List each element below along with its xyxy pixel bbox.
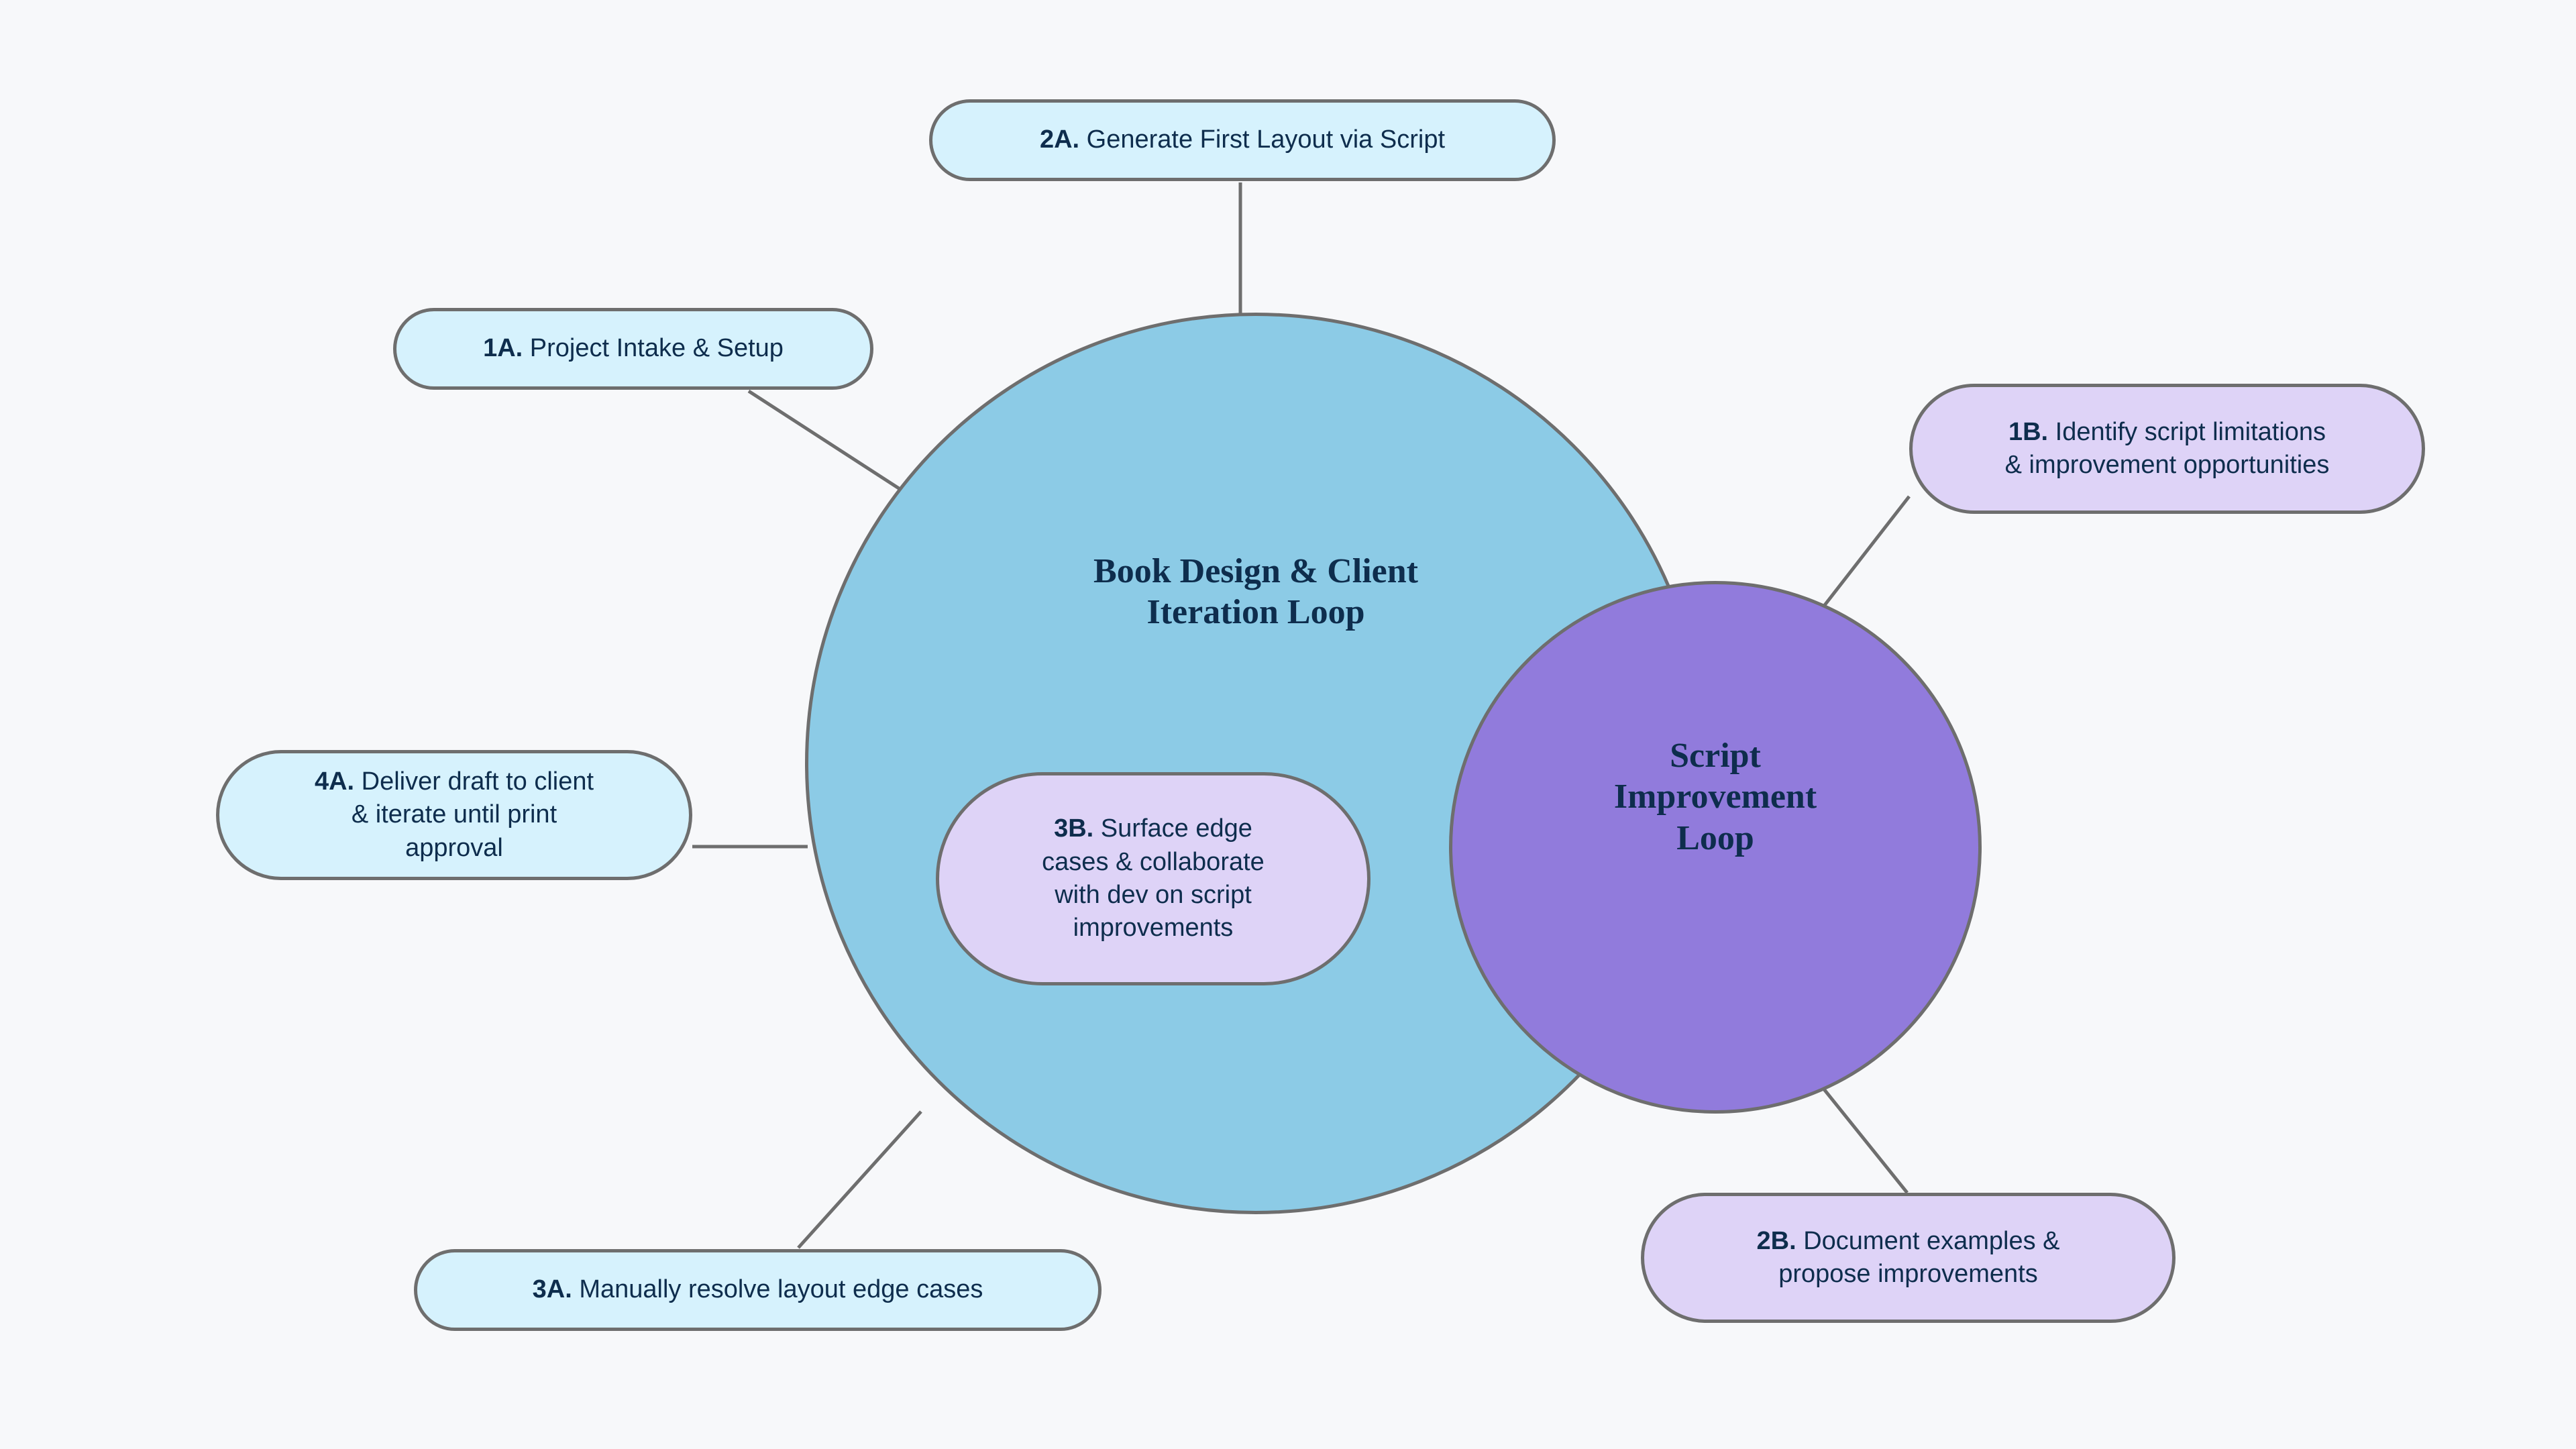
edge-2b	[1821, 1085, 1909, 1194]
node-3a[interactable]: 3A. Manually resolve layout edge cases	[414, 1249, 1102, 1331]
node-2a[interactable]: 2A. Generate First Layout via Script	[929, 99, 1556, 181]
node-1b-label: 1B. Identify script limitations & improv…	[2005, 416, 2330, 482]
node-1b-text: Identify script limitations & improvemen…	[2004, 417, 2330, 479]
script-circle-title: Script Improvement Loop	[1613, 737, 1817, 857]
node-2b-tag: 2B.	[1756, 1226, 1796, 1255]
node-2b-text: Document examples & propose improvements	[1778, 1226, 2060, 1288]
node-1a-label: 1A. Project Intake & Setup	[483, 332, 784, 365]
node-1b[interactable]: 1B. Identify script limitations & improv…	[1909, 384, 2425, 514]
node-3b-label: 3B. Surface edge cases & collaborate wit…	[1042, 812, 1265, 945]
edge-1a	[747, 389, 902, 492]
node-2a-text: Generate First Layout via Script	[1079, 125, 1446, 154]
script-circle-improvement-loop[interactable]: Script Improvement Loop	[1449, 581, 1982, 1114]
node-3a-tag: 3A.	[532, 1275, 572, 1304]
node-1b-tag: 1B.	[2008, 417, 2049, 446]
node-4a[interactable]: 4A. Deliver draft to client & iterate un…	[216, 750, 692, 880]
node-3a-text: Manually resolve layout edge cases	[572, 1275, 983, 1304]
node-2a-tag: 2A.	[1039, 125, 1080, 154]
node-2b[interactable]: 2B. Document examples & propose improvem…	[1641, 1193, 2176, 1323]
node-4a-text: Deliver draft to client & iterate until …	[351, 767, 594, 862]
edge-3a	[797, 1110, 922, 1249]
node-3b-tag: 3B.	[1054, 814, 1094, 843]
node-3b-text: Surface edge cases & collaborate with de…	[1042, 814, 1265, 943]
main-circle-title: Book Design & Client Iteration Loop	[1093, 552, 1418, 632]
node-4a-tag: 4A.	[314, 767, 355, 796]
node-1a[interactable]: 1A. Project Intake & Setup	[393, 308, 873, 390]
node-2b-label: 2B. Document examples & propose improvem…	[1757, 1225, 2060, 1291]
edge-1b	[1814, 495, 1911, 619]
node-1a-tag: 1A.	[483, 334, 523, 363]
node-4a-label: 4A. Deliver draft to client & iterate un…	[315, 765, 594, 865]
node-2a-label: 2A. Generate First Layout via Script	[1040, 123, 1445, 156]
node-3a-label: 3A. Manually resolve layout edge cases	[533, 1273, 983, 1306]
node-3b[interactable]: 3B. Surface edge cases & collaborate wit…	[936, 772, 1371, 985]
node-1a-text: Project Intake & Setup	[523, 334, 784, 363]
